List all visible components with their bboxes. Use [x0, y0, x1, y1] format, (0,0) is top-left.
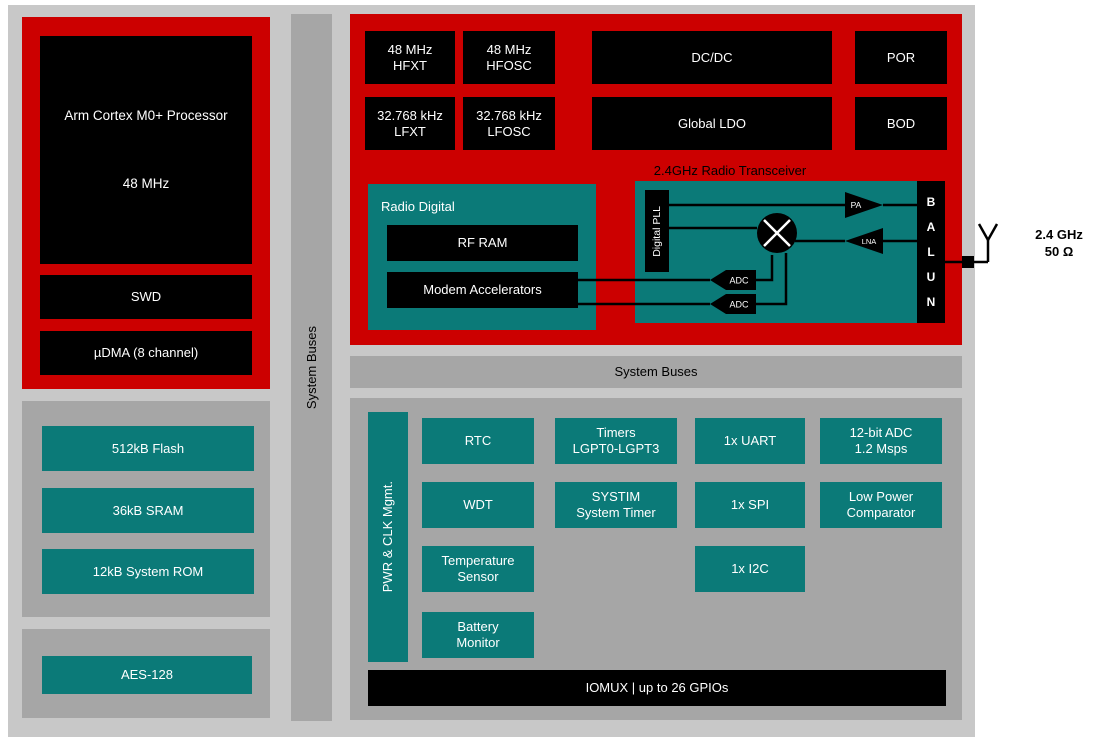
radio-digital-label: Radio Digital: [381, 199, 455, 214]
wdt-block: WDT: [422, 482, 534, 528]
temperature-sensor-block: Temperature Sensor: [422, 546, 534, 592]
swd-block: SWD: [40, 275, 252, 319]
systim-block: SYSTIM System Timer: [555, 482, 677, 528]
modem-accelerators-block: Modem Accelerators: [387, 272, 578, 308]
aes-block: AES-128: [42, 656, 252, 694]
rtc-block: RTC: [422, 418, 534, 464]
system-buses-vertical-label: System Buses: [303, 325, 319, 410]
antenna-label: 2.4 GHz 50 Ω: [1035, 227, 1083, 259]
sram-block: 36kB SRAM: [42, 488, 254, 533]
dcdc-block: DC/DC: [592, 31, 832, 84]
rom-block: 12kB System ROM: [42, 549, 254, 594]
battery-monitor-block: Battery Monitor: [422, 612, 534, 658]
processor-frequency: 48 MHz: [122, 176, 170, 191]
spi-block: 1x SPI: [695, 482, 805, 528]
processor-block: Arm Cortex M0+ Processor 48 MHz: [40, 36, 252, 264]
uart-block: 1x UART: [695, 418, 805, 464]
pwr-clk-mgmt-block: PWR & CLK Mgmt.: [368, 412, 408, 662]
processor-title: Arm Cortex M0+ Processor: [64, 107, 228, 123]
hfosc-block: 48 MHz HFOSC: [463, 31, 555, 84]
udma-block: µDMA (8 channel): [40, 331, 252, 375]
pwr-clk-mgmt-label: PWR & CLK Mgmt.: [380, 481, 396, 593]
bod-block: BOD: [855, 97, 947, 150]
hfxt-block: 48 MHz HFXT: [365, 31, 455, 84]
adc-12bit-block: 12-bit ADC 1.2 Msps: [820, 418, 942, 464]
balun-block: B A L U N: [917, 181, 945, 323]
flash-block: 512kB Flash: [42, 426, 254, 471]
digital-pll-block: Digital PLL: [645, 190, 669, 272]
antenna-icon: [977, 223, 999, 262]
rf-frontend-block: [635, 181, 945, 323]
radio-transceiver-title: 2.4GHz Radio Transceiver: [653, 163, 807, 178]
rf-ram-block: RF RAM: [387, 225, 578, 261]
system-buses-horizontal: System Buses: [350, 356, 962, 388]
lfosc-block: 32.768 kHz LFOSC: [463, 97, 555, 150]
low-power-comparator-block: Low Power Comparator: [820, 482, 942, 528]
iomux-bar: IOMUX | up to 26 GPIOs: [368, 670, 946, 706]
digital-pll-label: Digital PLL: [650, 205, 663, 257]
system-buses-vertical: System Buses: [291, 14, 332, 721]
lfxt-block: 32.768 kHz LFXT: [365, 97, 455, 150]
por-block: POR: [855, 31, 947, 84]
timers-block: Timers LGPT0-LGPT3: [555, 418, 677, 464]
i2c-block: 1x I2C: [695, 546, 805, 592]
global-ldo-block: Global LDO: [592, 97, 832, 150]
